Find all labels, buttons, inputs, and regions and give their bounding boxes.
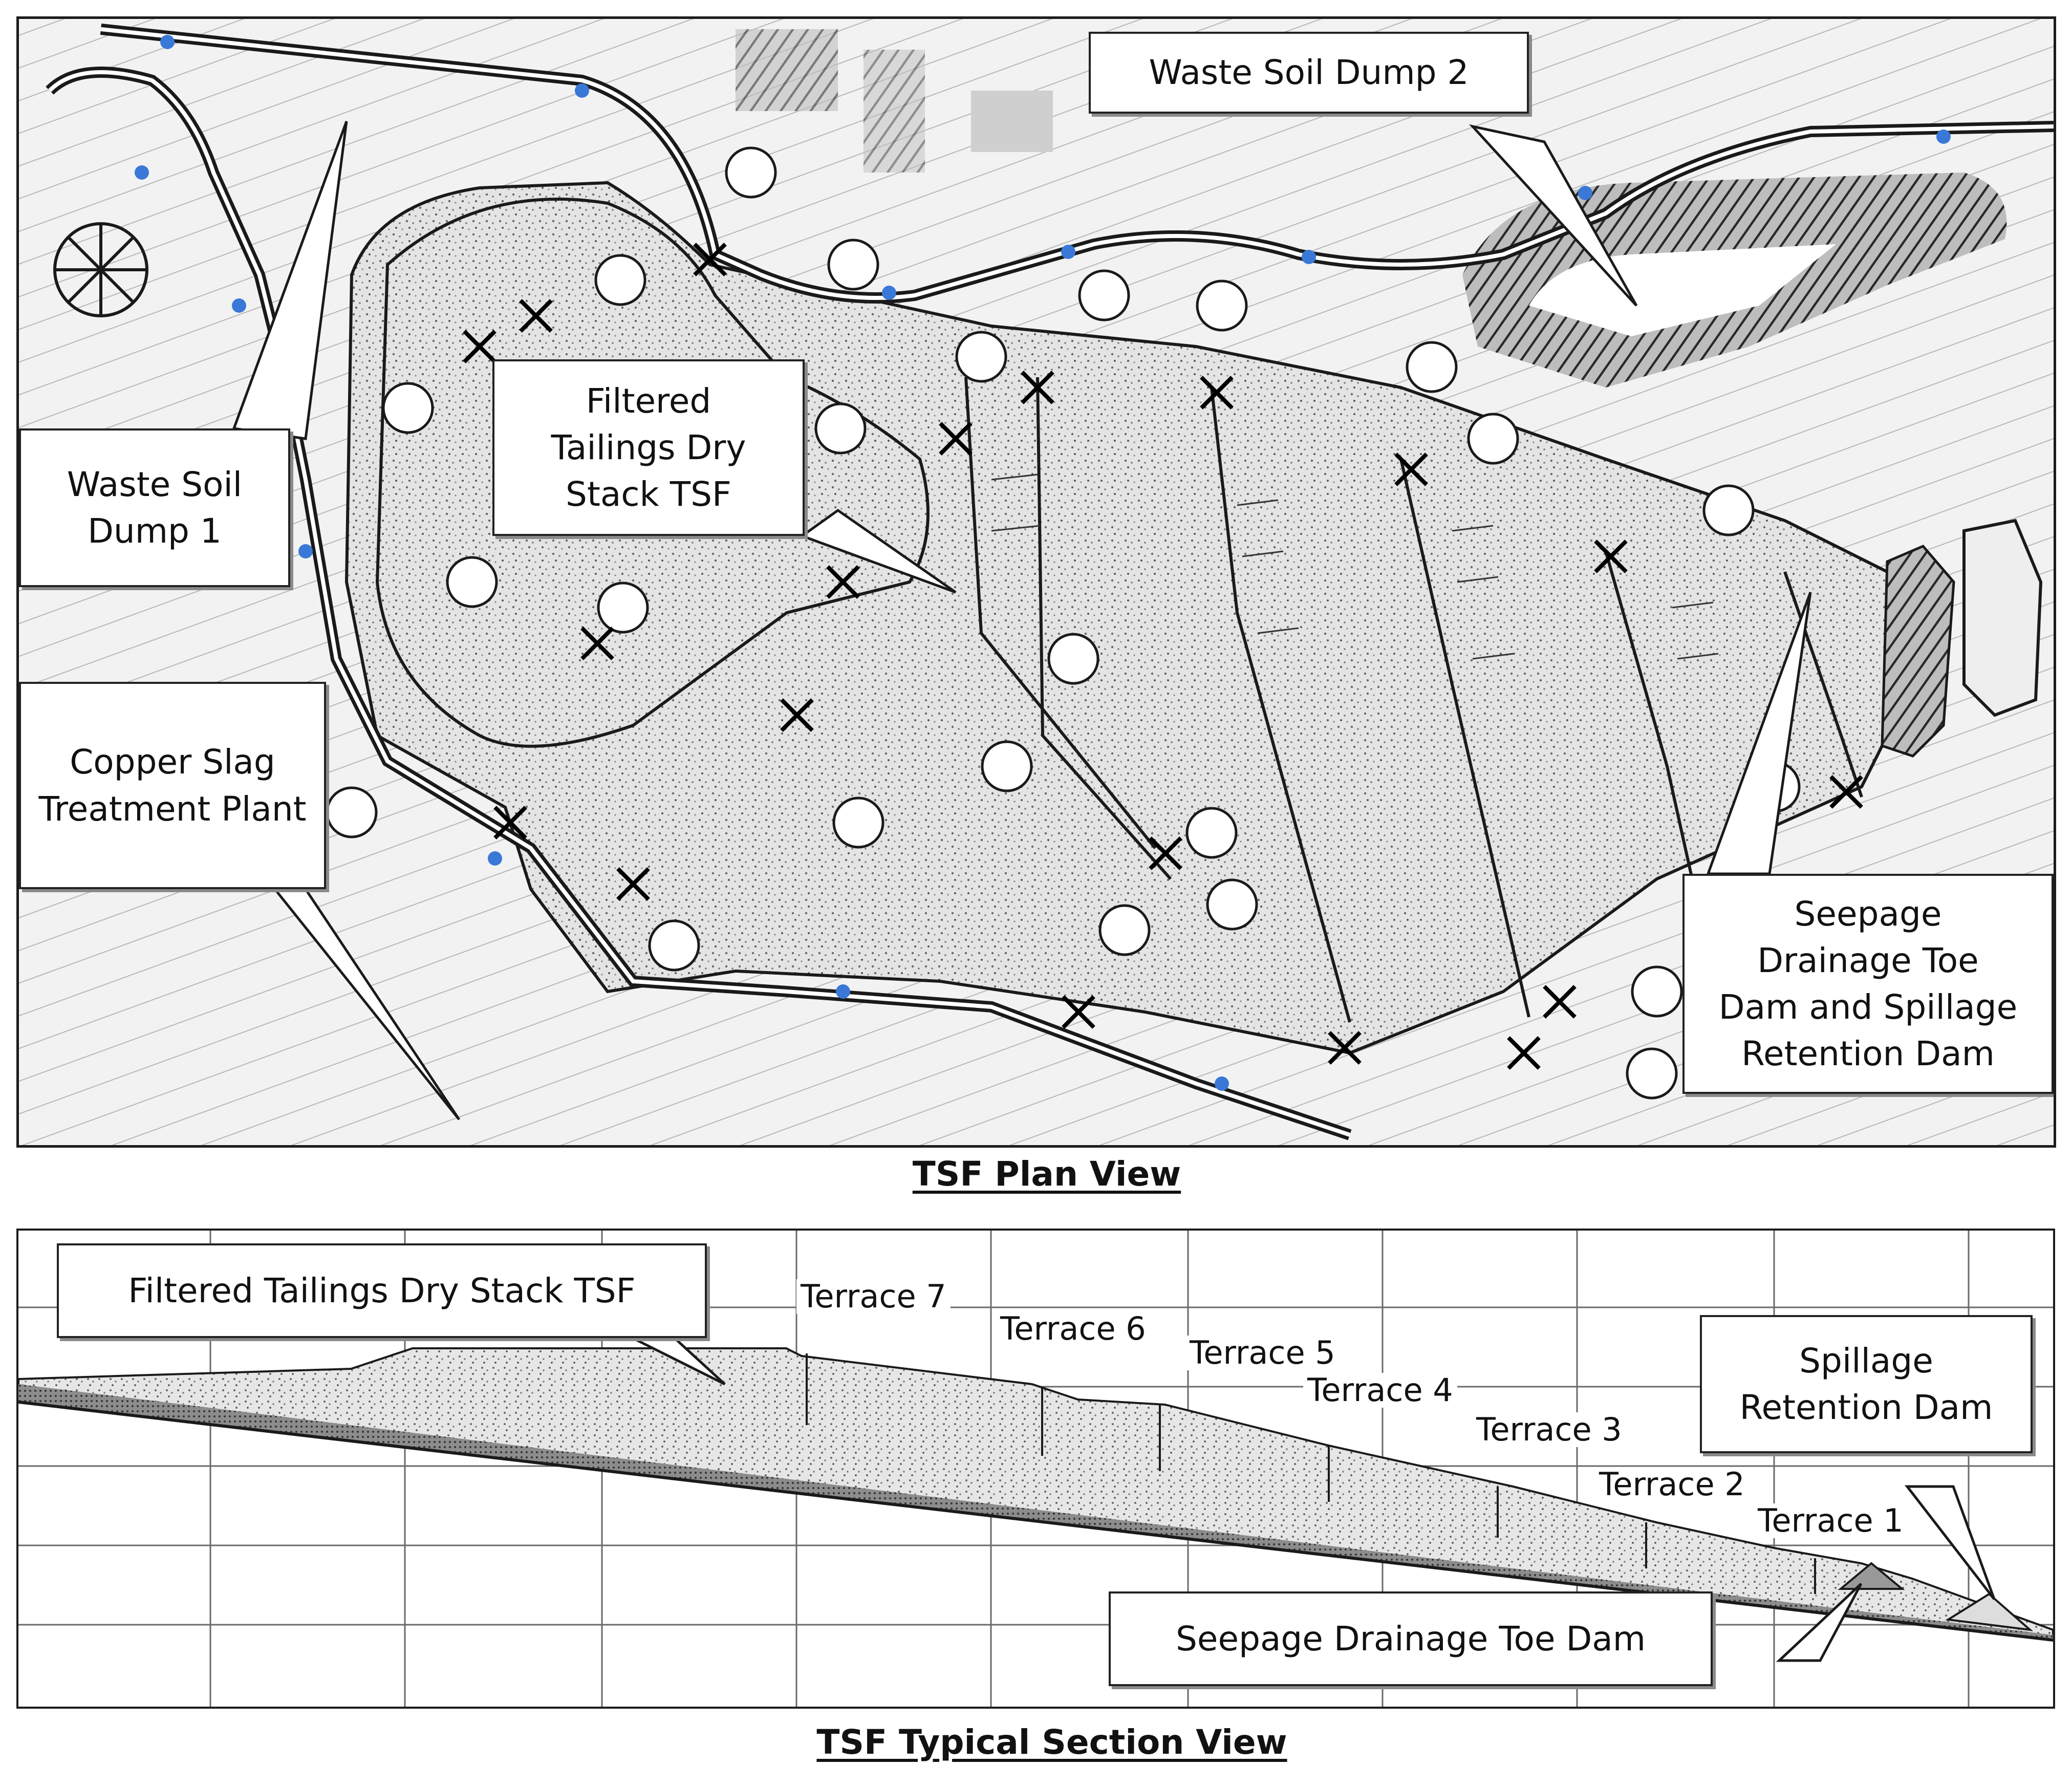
terrace-6-label: Terrace 6 [996,1311,1150,1347]
section-view-panel: Filtered Tailings Dry Stack TSF Spillage… [16,1229,2055,1709]
plan-view-caption: TSF Plan View [912,1154,1181,1194]
toe-dam-structure [1881,544,1955,758]
section-spillage-dam-label: Spillage Retention Dam [1700,1315,2033,1453]
filtered-tailings-label: Filtered Tailings Dry Stack TSF [492,359,805,536]
terrace-2-label: Terrace 2 [1595,1467,1749,1502]
seepage-toe-dam-section [1838,1562,1905,1590]
upper-terrace-ring [375,198,930,748]
slope-hachures [991,473,1719,660]
section-callout-leaders [611,1326,1996,1662]
section-filtered-tailings-label: Filtered Tailings Dry Stack TSF [57,1243,707,1338]
foundation-line [18,1401,2053,1642]
section-seepage-toe-dam-label: Seepage Drainage Toe Dam [1109,1591,1713,1686]
building-block [971,91,1053,152]
terrace-5-label: Terrace 5 [1185,1335,1340,1371]
waste-soil-dump-1-label: Waste Soil Dump 1 [19,428,290,587]
copper-slag-plant-label: Copper Slag Treatment Plant [19,682,326,889]
access-road-inner [48,70,1351,1137]
tailings-stack-section [18,1347,2053,1642]
perimeter-road-north-inner [100,27,2054,300]
terrace-4-label: Terrace 4 [1303,1372,1457,1408]
plan-view-panel: Waste Soil Dump 2 Waste Soil Dump 1 Filt… [16,16,2056,1148]
road-markers [135,35,1951,1091]
drain-junctions [463,243,1863,1070]
plan-view-drawing [19,19,2054,1145]
building-block [864,50,925,173]
north-arrow-icon [53,222,148,317]
spillage-dam-section [1945,1592,2034,1631]
foundation-layer [18,1384,2053,1640]
retention-dam-structure [1962,519,2043,717]
terrace-3-label: Terrace 3 [1472,1412,1626,1448]
terrace-1-label: Terrace 1 [1754,1503,1908,1539]
section-view-caption: TSF Typical Section View [816,1723,1287,1762]
terrace-steps [806,1353,1816,1594]
building-block [736,29,838,111]
seepage-drainage-toe-dam-label: Seepage Drainage Toe Dam and Spillage Re… [1682,874,2054,1094]
terrace-7-label: Terrace 7 [796,1279,951,1315]
waste-soil-dump-2-label: Waste Soil Dump 2 [1089,32,1529,114]
